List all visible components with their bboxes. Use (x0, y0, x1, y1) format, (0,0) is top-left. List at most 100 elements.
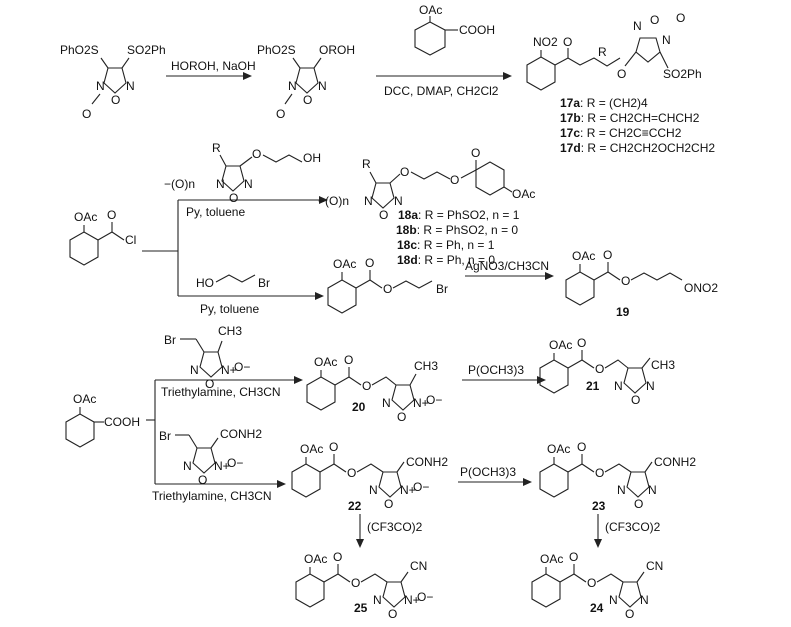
svg-text:18a: R = PhSO2, n = 1: 18a: R = PhSO2, n = 1 (398, 208, 520, 222)
ring-oxygen-label: O (198, 473, 207, 487)
reaction-arrow-hydroxy-alkylation: HOROH, NaOH (166, 59, 256, 80)
reagent-silver-nitrate: AgNO3/CH3CN (465, 259, 549, 273)
furoxan-propanol-reagent: R O OH −(O)n N N O Py, toluene (164, 141, 321, 219)
reagent-pyridine-toluene: Py, toluene (200, 302, 259, 316)
ring-oxygen-label: O (650, 13, 659, 27)
ester-oxygen-label: O (362, 379, 371, 393)
n-oxide-oxygen-label: O (82, 107, 91, 121)
intermediate-hydroxyalkoxy-furoxan: PhO2S OROH N N O O (257, 43, 355, 121)
ring-oxygen-label: O (388, 607, 397, 621)
ring-nitrogen-label: N (633, 19, 642, 33)
n-oxide-nitrogen-label: N+ (400, 483, 416, 497)
ring-nitrogen-label: N (364, 194, 373, 208)
ring-oxygen-label: O (634, 497, 643, 511)
methyl-label: CH3 (218, 324, 242, 338)
carbonyl-oxygen-label: O (107, 208, 116, 222)
acetylsalicylic-acid-reagent: OAc COOH (414, 3, 495, 56)
n-oxide-oxygen-label: O− (227, 456, 243, 470)
variant-18c-definition: : R = Ph, n = 1 (417, 238, 495, 252)
ring-nitrogen-label: N (609, 593, 618, 607)
ring-oxygen-label: O (379, 208, 388, 222)
product-18-acetylsalicylate-furoxan: R O O O OAc −(O)n N N O (318, 146, 535, 222)
ester-oxygen-label: O (383, 282, 392, 296)
variant-17c-definition: : R = CH2C≡CCH2 (580, 126, 682, 140)
compound-label-18b: 18b (396, 223, 417, 237)
acetoxy-label: OAc (419, 3, 442, 17)
reagent-diol-base: HOROH, NaOH (171, 59, 256, 73)
ring-nitrogen-label: N (646, 379, 655, 393)
hydroxyalkoxy-label: OROH (319, 43, 355, 57)
n-oxide-oxygen-label: O− (417, 590, 433, 604)
acetoxy-label: OAc (74, 210, 97, 224)
ring-nitrogen-label: N (662, 33, 671, 47)
product-22-carbamoylfuroxan-ester: OAc O O CONH2 N N+ O− O 22 (291, 440, 448, 513)
svg-text:17b: R = CH2CH=CHCH2: 17b: R = CH2CH=CHCH2 (560, 111, 700, 125)
ring-nitrogen-label: N (318, 79, 327, 93)
ring-oxygen-label: O (111, 93, 120, 107)
n-oxide-oxygen-label: O (676, 11, 685, 25)
reaction-arrow-dehydration-22: (CF3CO)2 (356, 514, 423, 548)
nitrate-ester-label: ONO2 (684, 281, 718, 295)
compound-label-22: 22 (348, 499, 362, 513)
ring-nitrogen-label: N (190, 363, 199, 377)
product-19-nitrooxypropyl-ester: OAc O O ONO2 19 (565, 248, 718, 319)
phenylsulfonyl-left-label: PhO2S (60, 43, 99, 57)
chlorine-label: Cl (125, 233, 136, 247)
methyl-label: CH3 (651, 358, 675, 372)
acetoxy-label: OAc (300, 442, 323, 456)
carbonyl-oxygen-label: O (577, 336, 586, 350)
compound-label-24: 24 (590, 601, 604, 615)
carbonyl-oxygen-label: O (365, 256, 374, 270)
svg-text:17d: R = CH2CH2OCH2CH2: 17d: R = CH2CH2OCH2CH2 (560, 141, 715, 155)
phenylsulfonyl-label: SO2Ph (663, 67, 702, 81)
reagent-pyridine-toluene: Py, toluene (186, 205, 245, 219)
ring-nitrogen-label: N (617, 483, 626, 497)
ring-nitrogen-label: N (183, 459, 192, 473)
svg-text:18c: R = Ph, n = 1: 18c: R = Ph, n = 1 (397, 238, 495, 252)
reagent-trifluoroacetic-anhydride: (CF3CO)2 (367, 520, 423, 534)
ring-oxygen-label: O (205, 377, 214, 391)
product-25-cyanofuroxan-ester: OAc O O CN N N+ O− O 25 (295, 550, 433, 621)
compound-label-17b: 17b (560, 111, 581, 125)
ring-nitrogen-label: N (288, 79, 297, 93)
carboxamide-label: CONH2 (654, 455, 696, 469)
acetoxy-label: OAc (73, 392, 96, 406)
carbonyl-oxygen-label: O (569, 550, 578, 564)
acetylsalicyloyl-chloride: OAc O Cl (69, 208, 136, 266)
ring-oxygen-label: O (631, 393, 640, 407)
reaction-arrow-esterification: DCC, DMAP, CH2Cl2 (376, 72, 512, 98)
ester-oxygen-label: O (621, 274, 630, 288)
compound-label-25: 25 (354, 601, 368, 615)
section-3-furoxan-methyl-esters: OAc COOH Br CH3 N N+ O− O Triethylamine,… (65, 324, 696, 621)
ring-oxygen-label: O (625, 607, 634, 621)
variant-list-18: 18a: R = PhSO2, n = 1 18b: R = PhSO2, n … (396, 208, 520, 267)
product-20-methylfuroxan-ester: OAc O O CH3 N N+ O− O 20 (306, 353, 442, 424)
reaction-arrow-nitration: AgNO3/CH3CN (465, 259, 554, 280)
bromomethyl-methylfuroxan-reagent: Br CH3 N N+ O− O Triethylamine, CH3CN (161, 324, 281, 399)
variant-17b-definition: : R = CH2CH=CHCH2 (581, 111, 700, 125)
n-oxide-oxygen-label: O (276, 107, 285, 121)
carbonyl-oxygen-label: O (603, 248, 612, 262)
bromine-label: Br (164, 333, 176, 347)
reaction-arrow-deoxygenation-20: P(OCH3)3 (462, 363, 546, 384)
reaction-arrow-deoxygenation-22: P(OCH3)3 (458, 465, 532, 486)
section-2-acetylsalicyloyl-chloride-esters: OAc O Cl R O OH −(O)n N N (69, 141, 718, 319)
branch-connector (142, 196, 328, 300)
ring-nitrogen-label: N (369, 483, 378, 497)
variant-18a-definition: : R = PhSO2, n = 1 (418, 208, 520, 222)
reaction-arrow-dehydration-23: (CF3CO)2 (594, 514, 661, 548)
nitrile-label: CN (646, 559, 663, 573)
ester-oxygen-label: O (587, 576, 596, 590)
variant-17d-definition: : R = CH2CH2OCH2CH2 (581, 141, 716, 155)
carboxylic-acid-label: COOH (104, 415, 140, 429)
svg-text:18b: R = PhSO2, n = 0: 18b: R = PhSO2, n = 0 (396, 223, 518, 237)
carbonyl-oxygen-label: O (333, 550, 342, 564)
n-oxide-oxygen-label: O− (413, 480, 429, 494)
ring-oxygen-label: O (397, 410, 406, 424)
ester-oxygen-label: O (351, 576, 360, 590)
compound-label-23: 23 (592, 499, 606, 513)
reagent-coupling: DCC, DMAP, CH2Cl2 (384, 84, 499, 98)
substituent-r-label: R (362, 157, 371, 171)
svg-text:17a: R = (CH2)4: 17a: R = (CH2)4 (560, 96, 648, 110)
ring-nitrogen-label: N (216, 177, 225, 191)
